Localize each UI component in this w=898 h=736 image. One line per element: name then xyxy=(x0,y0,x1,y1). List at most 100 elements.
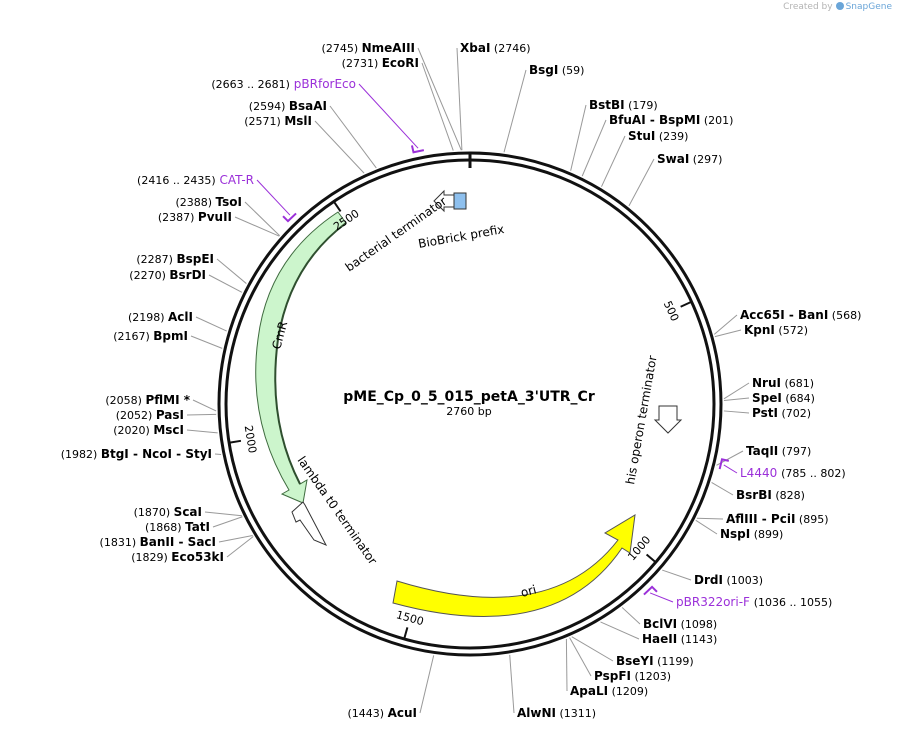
primer-range: (2416 .. 2435) xyxy=(137,174,216,187)
enzyme-name: KpnI xyxy=(744,323,775,337)
lambda-t0-terminator-arrow[interactable] xyxy=(291,501,328,546)
site-apali[interactable]: ApaLI (1209) xyxy=(565,638,648,698)
tick-label: 1500 xyxy=(395,608,425,628)
site-scai[interactable]: (1870) ScaI xyxy=(134,505,242,519)
site-drdi[interactable]: DrdI (1003) xyxy=(662,569,763,587)
site-position: (201) xyxy=(704,114,734,127)
site-pvuii[interactable]: (2387) PvuII xyxy=(158,210,280,237)
site-label: (2745) NmeAIII xyxy=(322,41,415,55)
site-label: AlwNI (1311) xyxy=(517,706,596,720)
site-position: (797) xyxy=(782,445,812,458)
site-bsrbi[interactable]: BsrBI (828) xyxy=(711,482,805,502)
site-msci[interactable]: (2020) MscI xyxy=(113,423,218,437)
biobrick-prefix-box[interactable] xyxy=(453,192,467,210)
site-taqii[interactable]: TaqII (797) xyxy=(716,444,812,466)
site-position: (2287) xyxy=(136,253,173,266)
site-label: SwaI (297) xyxy=(657,152,722,166)
site-acc65i[interactable]: Acc65I - BanI (568) xyxy=(713,308,861,335)
site-label: (1870) ScaI xyxy=(134,505,202,519)
site-label: ApaLI (1209) xyxy=(570,684,648,698)
site-bclvi[interactable]: BclVI (1098) xyxy=(621,607,717,631)
site-position: (1311) xyxy=(560,707,597,720)
site-position: (681) xyxy=(784,377,814,390)
site-bpmi[interactable]: (2167) BpmI xyxy=(113,329,223,349)
primer-name: pBR322ori-F xyxy=(676,595,750,609)
enzyme-name: BspMI xyxy=(659,113,700,127)
site-position: (684) xyxy=(785,392,815,405)
site-leader-line xyxy=(419,655,435,714)
site-leader-line xyxy=(204,511,242,517)
site-label: (2198) AclI xyxy=(128,310,193,324)
site-stui[interactable]: StuI (239) xyxy=(601,129,688,187)
site-acli[interactable]: (2198) AclI xyxy=(128,310,227,332)
site-kpni[interactable]: KpnI (572) xyxy=(714,323,808,338)
site-swai[interactable]: SwaI (297) xyxy=(628,152,722,207)
site-label: XbaI (2746) xyxy=(460,41,530,55)
site-ecori[interactable]: (2731) EcoRI xyxy=(342,56,454,151)
site-spei[interactable]: SpeI (684) xyxy=(723,391,815,405)
enzyme-name: XbaI xyxy=(460,41,490,55)
site-psti[interactable]: PstI (702) xyxy=(723,406,811,420)
site-pflmi[interactable]: (2058) PflMI * xyxy=(105,393,217,412)
primer-l4440[interactable]: L4440 (785 .. 802) xyxy=(718,458,846,480)
site-bstbi[interactable]: BstBI (179) xyxy=(570,98,658,171)
primer-name: CAT-R xyxy=(219,173,254,187)
site-leader-line xyxy=(600,621,640,640)
enzyme-name: TatI xyxy=(185,520,210,534)
site-bspei[interactable]: (2287) BspEI xyxy=(136,252,247,284)
enzyme-name: AlwNI xyxy=(517,706,556,720)
site-eco53ki[interactable]: (1829) Eco53kI xyxy=(131,536,254,564)
site-bsaai[interactable]: (2594) BsaAI xyxy=(249,99,377,169)
site-bseyi[interactable]: BseYI (1199) xyxy=(571,636,694,668)
site-position: (59) xyxy=(562,64,585,77)
site-bfuai[interactable]: BfuAI - BspMI (201) xyxy=(581,113,734,177)
enzyme-name: PasI xyxy=(156,408,184,422)
his-operon-terminator-arrow[interactable] xyxy=(653,405,683,434)
site-label: SpeI (684) xyxy=(752,391,815,405)
site-msli[interactable]: (2571) MslI xyxy=(244,114,365,174)
site-leader-line xyxy=(723,397,750,402)
site-bsrdi[interactable]: (2270) BsrDI xyxy=(129,268,243,293)
site-bsgi[interactable]: BsgI (59) xyxy=(503,63,585,153)
site-position: (2270) xyxy=(129,269,166,282)
enzyme-name: StuI xyxy=(628,129,655,143)
site-tsoi[interactable]: (2388) TsoI xyxy=(175,195,281,237)
site-position: (2731) xyxy=(342,57,379,70)
site-pasi[interactable]: (2052) PasI xyxy=(116,408,217,422)
site-label: BclVI (1098) xyxy=(643,617,717,631)
site-position: (2746) xyxy=(494,42,531,55)
site-pspfi[interactable]: PspFI (1203) xyxy=(569,637,671,683)
tick-mark-1500 xyxy=(403,627,409,640)
site-tati[interactable]: (1868) TatI xyxy=(145,516,243,534)
ori-arrow[interactable] xyxy=(392,514,636,618)
site-position: (2058) xyxy=(105,394,142,407)
primer-cat-r[interactable]: (2416 .. 2435) CAT-R xyxy=(137,173,297,223)
enzyme-separator: - xyxy=(785,308,798,322)
site-leader-line xyxy=(186,429,218,434)
site-label: (2270) BsrDI xyxy=(129,268,206,282)
primer-mark xyxy=(718,458,730,470)
site-acui[interactable]: (1443) AcuI xyxy=(348,655,435,720)
site-leader-line xyxy=(509,654,515,714)
site-leader-line xyxy=(569,637,592,677)
site-xbai[interactable]: XbaI (2746) xyxy=(456,41,530,151)
site-haeii[interactable]: HaeII (1143) xyxy=(600,621,717,646)
site-nspi[interactable]: NspI (899) xyxy=(695,519,784,541)
site-banii[interactable]: (1831) BanII - SacI xyxy=(100,534,253,549)
enzyme-name: BsrBI xyxy=(736,488,772,502)
site-nmeaiii[interactable]: (2745) NmeAIII xyxy=(322,41,462,151)
bacterial-terminator-arrow[interactable] xyxy=(433,189,455,213)
primer-label: (2416 .. 2435) CAT-R xyxy=(137,173,254,187)
site-alwni[interactable]: AlwNI (1311) xyxy=(509,654,596,720)
site-afliii[interactable]: AflIII - PciI (895) xyxy=(696,512,829,526)
primer-pbrforeco[interactable]: (2663 .. 2681) pBRforEco xyxy=(211,77,425,154)
site-btgi[interactable]: (1982) BtgI - NcoI - StyI xyxy=(61,447,222,461)
site-nrui[interactable]: NruI (681) xyxy=(723,376,814,400)
enzyme-name: PciI xyxy=(771,512,796,526)
primer-pbr322ori-f[interactable]: pBR322ori-F (1036 .. 1055) xyxy=(643,585,832,609)
site-label: (2287) BspEI xyxy=(136,252,214,266)
site-leader-line xyxy=(713,314,738,335)
tick-mark-2000 xyxy=(228,439,242,444)
enzyme-name: AflIII xyxy=(726,512,758,526)
